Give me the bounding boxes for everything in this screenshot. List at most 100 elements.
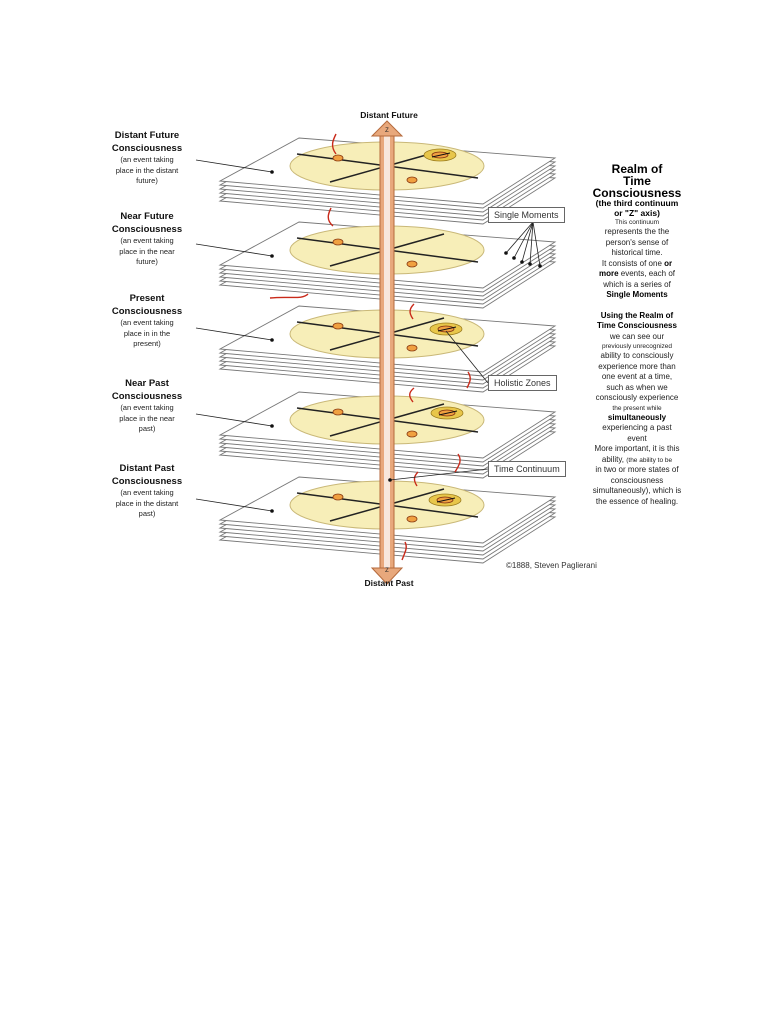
realm-description-panel: Realm of Time Consciousness (the third c… <box>572 163 702 507</box>
level-leader-line <box>195 159 273 173</box>
level-label-near-past: Near Past Consciousness (an event taking… <box>72 377 222 435</box>
connection-arrow <box>409 303 415 320</box>
connection-arrow <box>327 207 334 227</box>
level-desc: place in in the <box>123 328 171 338</box>
level-leader-line <box>195 498 273 512</box>
callout-single-moments: Single Moments <box>488 207 565 223</box>
callout-time-continuum: Time Continuum <box>488 461 566 477</box>
realm-title: Consciousness <box>592 186 682 200</box>
realm-text: experiencing a past <box>602 423 672 432</box>
leader-dot <box>270 509 274 513</box>
connection-arrow <box>466 371 471 389</box>
single-moments-leader <box>532 221 541 267</box>
event-line <box>438 410 458 416</box>
holistic-zones-leader <box>445 330 489 384</box>
realm-text: This continuum <box>614 219 660 226</box>
level-title: Consciousness <box>111 306 183 317</box>
level-label-near-future: Near Future Consciousness (an event taki… <box>72 210 222 268</box>
realm-text-bold: or <box>664 258 673 268</box>
realm-text: experience more than <box>598 361 676 371</box>
realm-text-part: It consists of one <box>601 258 662 268</box>
realm-text: historical time. <box>611 248 663 257</box>
axis-arrowhead-bottom <box>370 567 404 585</box>
leader-lines-layer <box>195 159 542 513</box>
z-axis-arrow: ZZ <box>370 120 404 585</box>
connection-arrow <box>454 453 461 473</box>
level-leader-line <box>195 327 273 341</box>
level-title: Consciousness <box>111 391 183 402</box>
level-desc: place in the near <box>119 246 175 256</box>
realm-text-bold: simultaneously <box>607 412 667 422</box>
axis-bottom-label: Distant Past <box>364 578 414 588</box>
event-marker <box>332 322 344 330</box>
callout-holistic-zones: Holistic Zones <box>488 375 557 391</box>
level-desc: (an event taking <box>120 488 174 497</box>
leader-dot <box>520 260 524 264</box>
leader-dot <box>528 262 532 266</box>
realm-heading: Using the Realm of <box>600 310 674 320</box>
event-marker <box>332 238 344 246</box>
level-desc: (an event taking <box>120 236 174 245</box>
realm-text: simultaneously), which is <box>592 486 682 495</box>
realm-text: we can see our <box>609 331 665 341</box>
realm-title: Time <box>623 174 651 188</box>
level-label-distant-past: Distant Past Consciousness (an event tak… <box>72 462 222 520</box>
leader-dot <box>388 478 392 482</box>
level-desc: past) <box>138 424 156 433</box>
realm-text: ability to consciously <box>600 351 674 360</box>
leader-dot <box>538 264 542 268</box>
event-line <box>437 326 457 332</box>
level-desc: (an event taking <box>120 318 174 327</box>
level-desc: (an event taking <box>120 403 174 412</box>
leader-dot <box>270 254 274 258</box>
realm-text: consciously experience <box>595 393 679 402</box>
level-desc: future) <box>136 176 158 185</box>
level-desc: place in the distant <box>115 165 179 175</box>
time-continuum-leader <box>389 468 489 481</box>
level-label-distant-future: Distant Future Consciousness (an event t… <box>72 129 222 187</box>
leader-dot <box>512 256 516 260</box>
single-moments-leader <box>521 221 534 263</box>
connection-arrow <box>269 293 309 299</box>
level-desc: (an event taking <box>120 155 174 164</box>
connection-arrow <box>413 471 419 487</box>
event-marker <box>406 515 418 523</box>
level-desc: present) <box>133 339 161 348</box>
level-label-present: Present Consciousness (an event taking p… <box>72 292 222 350</box>
copyright-note: ©1888, Steven Paglierani <box>506 561 597 570</box>
realm-text: ability, (the ability to be <box>572 455 702 466</box>
realm-text: represents the the <box>604 227 670 236</box>
event-line <box>431 152 451 158</box>
event-marker <box>332 408 344 416</box>
realm-text-part: ability, <box>601 454 624 464</box>
level-leader-line <box>195 243 273 257</box>
level-leader-line <box>195 413 273 427</box>
level-title: Distant Future <box>114 130 180 141</box>
realm-text: one event at a time, <box>601 372 673 381</box>
connection-arrow <box>401 541 407 561</box>
realm-text: More important, it is this <box>594 444 680 453</box>
single-moments-leader <box>513 221 534 259</box>
axis-highlight <box>384 134 390 571</box>
leader-dot <box>270 170 274 174</box>
realm-text: person's sense of <box>605 237 669 247</box>
realm-text: previously unrecognized <box>601 343 673 350</box>
leader-dot <box>270 424 274 428</box>
realm-heading: Time Consciousness <box>597 321 677 330</box>
event-marker <box>332 493 344 501</box>
level-desc: place in the distant <box>115 498 179 508</box>
realm-text: such as when we <box>606 382 668 392</box>
level-title: Consciousness <box>111 143 183 154</box>
realm-text-bold: more <box>598 269 619 278</box>
realm-title: Realm of <box>611 162 663 176</box>
single-moments-leader <box>505 221 534 254</box>
level-title: Present <box>129 293 165 304</box>
event-marker <box>406 176 418 184</box>
realm-text-part: (the ability to be <box>626 456 673 464</box>
level-desc: past) <box>138 509 156 518</box>
level-desc: future) <box>136 257 158 266</box>
connection-arrow <box>331 133 337 155</box>
realm-text: event <box>627 433 647 443</box>
event-marker <box>406 344 418 352</box>
